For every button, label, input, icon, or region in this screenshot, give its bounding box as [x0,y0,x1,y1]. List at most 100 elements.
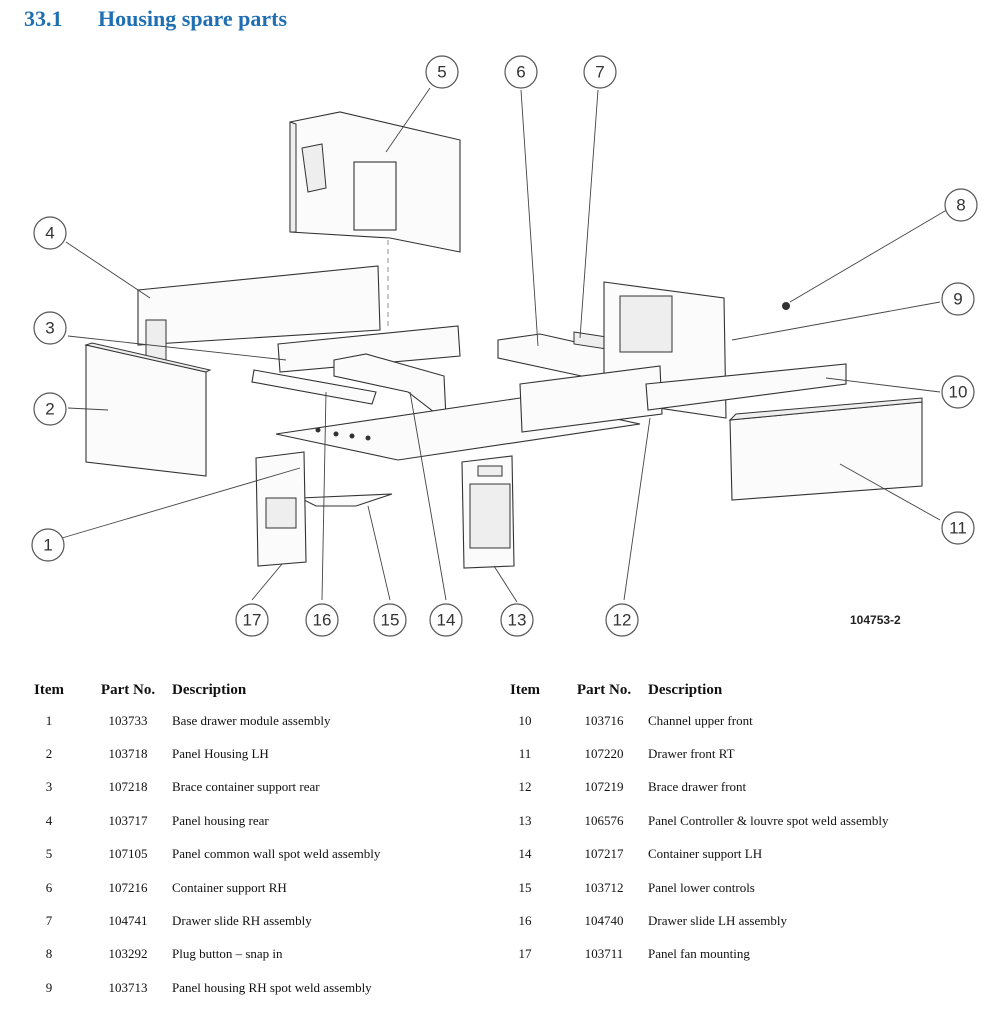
cell-description: Drawer front RT [648,746,735,762]
table-row: 6 107216 Container support RH [14,871,484,904]
part-11-drawer-front [728,397,923,501]
svg-text:4: 4 [45,224,54,243]
part-4-rear-panel [137,265,381,361]
cell-item: 4 [45,812,53,828]
cell-item: 15 [518,879,532,895]
callout-12: 12 [605,603,639,637]
callout-14: 14 [429,603,463,637]
callout-10: 10 [941,375,975,409]
svg-text:13: 13 [508,611,527,630]
callout-13: 13 [500,603,534,637]
svg-text:14: 14 [437,611,456,630]
part-17-fan-mounting [255,451,307,567]
header-description: Description [648,681,723,698]
header-part-no: Part No. [100,681,156,698]
cell-description: Channel upper front [648,712,753,728]
cell-description: Panel fan mounting [648,946,750,962]
callout-7: 7 [583,55,617,89]
svg-text:11: 11 [949,519,967,538]
cell-item: 16 [518,913,532,929]
svg-text:15: 15 [381,611,400,630]
cell-part-no: 103718 [108,746,148,762]
cell-description: Base drawer module assembly [172,712,331,728]
header-description: Description [172,681,247,698]
cell-description: Plug button – snap in [172,946,283,962]
cell-item: 1 [45,712,53,728]
parts-table-left: Item Part No. Description 1 103733 Base dr… [14,676,484,1005]
cell-item: 5 [45,846,53,862]
cell-description: Drawer slide LH assembly [648,913,787,929]
cell-item: 9 [45,979,53,995]
cell-part-no: 103712 [584,879,624,895]
svg-text:1: 1 [43,536,52,555]
cell-part-no: 107216 [108,879,148,895]
cell-item: 13 [518,812,532,828]
cell-part-no: 103716 [584,712,624,728]
cell-description: Container support LH [648,846,763,862]
part-10-channel-upper-front [645,363,847,411]
table-row: 13 106576 Panel Controller & louvre spot w… [490,804,990,837]
header-item: Item [510,681,540,698]
cell-description: Container support RH [172,879,287,895]
table-row: 17 103711 Panel fan mounting [490,938,990,971]
drawing-reference: 104753-2 [850,613,901,627]
cell-item: 14 [518,846,532,862]
cell-description: Brace drawer front [648,779,747,795]
part-2-lh-panel [84,342,212,477]
cell-item: 7 [45,913,53,929]
callout-11: 11 [941,511,975,545]
part-8-plug-button [782,302,790,310]
svg-text:16: 16 [313,611,332,630]
cell-part-no: 103733 [108,712,148,728]
svg-text:6: 6 [516,63,525,82]
exploded-diagram: 1 2 3 4 5 6 7 8 9 10 11 12 13 14 15 16 1… [31,55,978,637]
cell-part-no: 107219 [584,779,624,795]
cell-item: 2 [45,746,53,762]
section-title: Housing spare parts [98,6,288,31]
table-header-row: Item Part No. Description [14,676,484,704]
callout-9: 9 [941,282,975,316]
cell-item: 17 [518,946,532,962]
svg-text:12: 12 [613,611,632,630]
cell-part-no: 104741 [108,913,148,929]
cell-description: Panel lower controls [648,879,755,895]
cell-part-no: 106576 [584,812,624,828]
svg-text:3: 3 [45,319,54,338]
cell-description: Panel Controller & louvre spot weld asse… [648,812,889,828]
part-12-brace-drawer-front [519,365,663,433]
table-row: 12 107219 Brace drawer front [490,771,990,804]
svg-text:17: 17 [243,611,262,630]
cell-description: Panel housing rear [172,812,269,828]
callout-4: 4 [33,216,67,250]
callout-2: 2 [33,392,67,426]
callout-8: 8 [944,188,978,222]
svg-text:8: 8 [956,196,965,215]
cell-item: 12 [518,779,532,795]
cell-part-no: 103713 [108,979,148,995]
cell-part-no: 104740 [584,913,624,929]
cell-part-no: 107218 [108,779,148,795]
callout-15: 15 [373,603,407,637]
cell-part-no: 107220 [584,746,624,762]
svg-text:5: 5 [437,63,446,82]
svg-text:9: 9 [953,290,962,309]
cell-item: 6 [45,879,53,895]
part-14-container-support-lh [333,353,447,419]
header-part-no: Part No. [576,681,632,698]
callout-5: 5 [425,55,459,89]
cell-part-no: 103711 [584,946,624,962]
table-row: 1 103733 Base drawer module assembly [14,704,484,737]
callout-6: 6 [504,55,538,89]
cell-item: 8 [45,946,53,962]
cell-description: Panel common wall spot weld assembly [172,846,381,862]
callout-1: 1 [31,528,65,562]
part-5-common-wall-panel [289,111,461,330]
